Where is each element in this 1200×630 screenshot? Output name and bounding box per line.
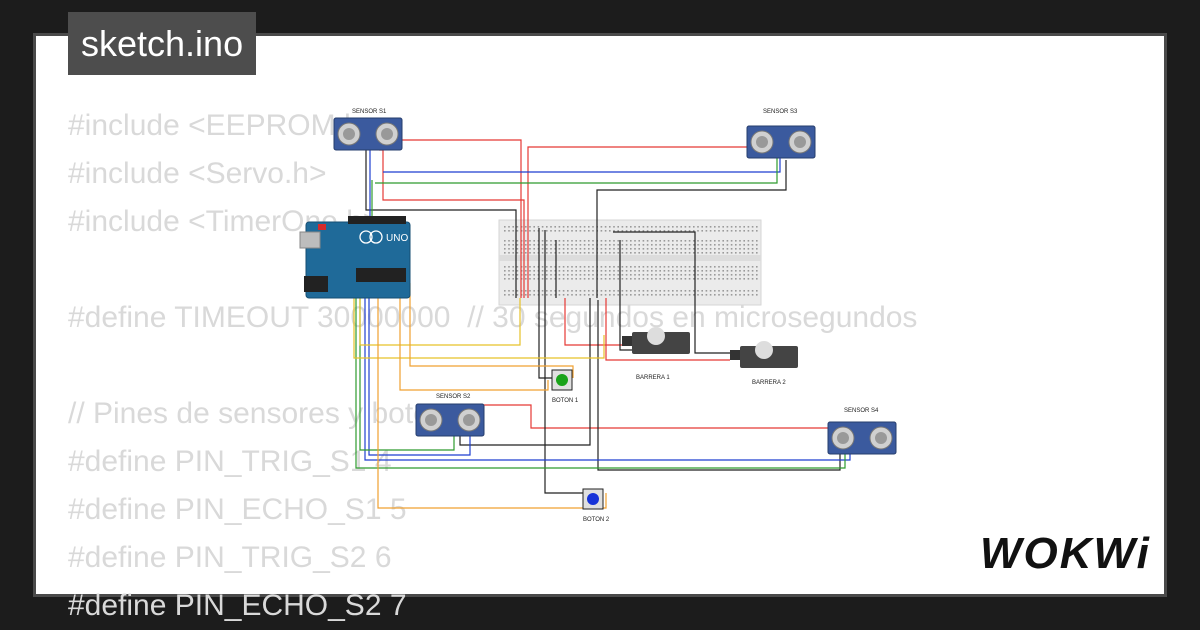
- boton-2: BOTON 2: [582, 488, 610, 523]
- boton-1-label: BOTON 1: [552, 398, 579, 404]
- sensor-s4: SENSOR S4: [827, 408, 897, 455]
- barrera-2-label: BARRERA 2: [752, 380, 786, 386]
- wires: [353, 139, 864, 509]
- sensor-s2-label: SENSOR S2: [436, 394, 471, 400]
- servo-barrera-1: BARRERA 1: [622, 327, 690, 381]
- sensor-s2: SENSOR S2: [415, 394, 485, 437]
- file-title: sketch.ino: [68, 12, 257, 75]
- arduino-logo-icon: [359, 230, 373, 244]
- code-line: #define PIN_TRIG_S1 4: [68, 445, 392, 478]
- boton-1: BOTON 1: [551, 369, 579, 404]
- sensor-s4-label: SENSOR S4: [844, 408, 879, 414]
- breadboard: [498, 219, 762, 306]
- servo-barrera-2: BARRERA 2: [730, 341, 798, 386]
- sensor-s3-label: SENSOR S3: [763, 109, 798, 115]
- code-line: #include <Servo.h>: [68, 157, 327, 190]
- arduino-label: UNO: [386, 233, 408, 244]
- barrera-1-label: BARRERA 1: [636, 375, 670, 381]
- sensor-s1: SENSOR S1: [333, 109, 403, 151]
- code-line: #define TIMEOUT 30000000 // 30 segundos …: [68, 301, 918, 334]
- code-line: #define PIN_TRIG_S2 6: [68, 541, 392, 574]
- arduino-uno-board: UNO: [299, 216, 411, 299]
- sensor-s3: SENSOR S3: [746, 109, 816, 159]
- code-line: #define PIN_ECHO_S2 7: [68, 589, 407, 622]
- wokwi-logo: WOKWi: [980, 529, 1151, 578]
- sensor-s1-label: SENSOR S1: [352, 109, 387, 115]
- boton-2-label: BOTON 2: [583, 517, 610, 523]
- code-line: #define PIN_ECHO_S1 5: [68, 493, 407, 526]
- wokwi-brand: WOKWi: [980, 529, 1151, 578]
